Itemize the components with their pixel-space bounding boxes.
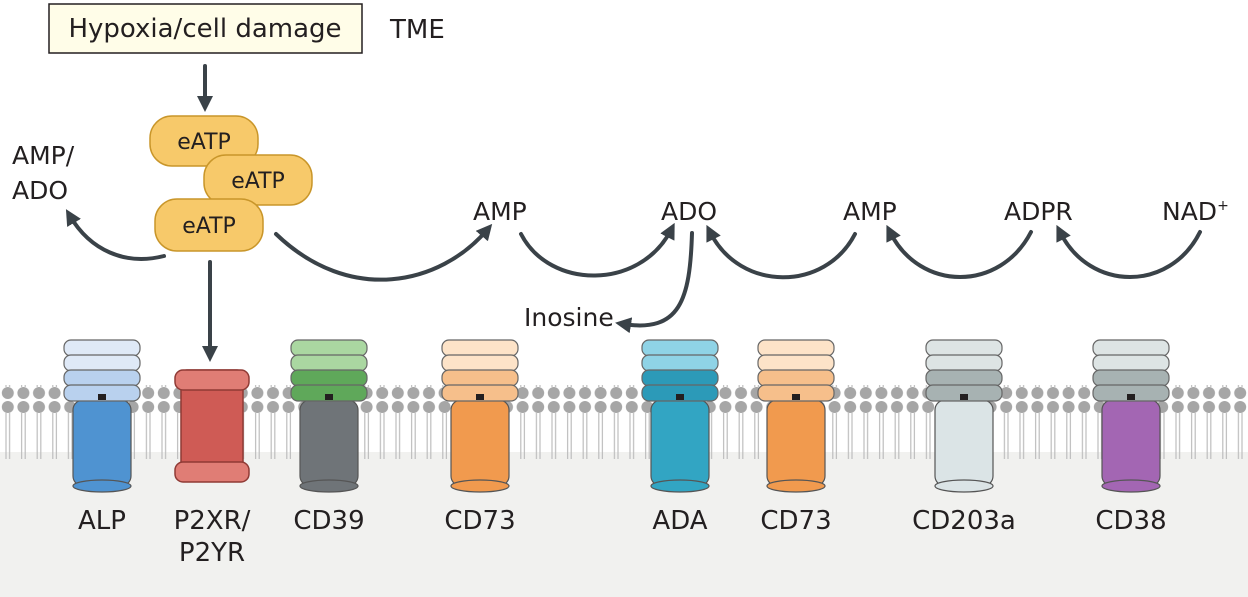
protein-body (650, 399, 710, 487)
eatp-molecule: eATP (154, 198, 264, 252)
arrow-ado-to-inosine (615, 231, 694, 334)
protein-head-disc (757, 339, 835, 357)
protein-cd73: CD73 (441, 339, 519, 536)
protein-head-disc (757, 384, 835, 402)
protein-base (766, 479, 826, 493)
protein-head-disc (641, 384, 719, 402)
protein-label: ALP (78, 506, 126, 536)
protein-body (766, 399, 826, 487)
arrow-amp-to-ado (519, 222, 675, 278)
protein-head-disc (63, 339, 141, 357)
protein-ada: ADA (641, 339, 719, 536)
protein-cd203a: CD203a (912, 339, 1016, 536)
stimulus-box: Hypoxia/cell damage (48, 3, 363, 54)
protein-head-disc (925, 384, 1003, 402)
protein-head-disc (641, 369, 719, 387)
arrow-nad-to-adpr (1056, 224, 1202, 279)
amp-ado-label-line1: AMP/ (12, 141, 75, 170)
protein-label: P2XR/ (174, 506, 251, 536)
protein-base (1101, 479, 1161, 493)
protein-head-disc (441, 339, 519, 357)
protein-head-disc (1092, 369, 1170, 387)
receptor-cap-bottom (174, 461, 250, 483)
svg-text:eATP: eATP (177, 130, 231, 155)
protein-head-disc (1092, 384, 1170, 402)
svg-text:eATP: eATP (182, 214, 236, 239)
protein-base (934, 479, 994, 493)
protein-base (650, 479, 710, 493)
protein-body (1101, 399, 1161, 487)
protein-head-disc (290, 369, 368, 387)
protein-label: CD39 (293, 506, 364, 536)
arrow-amp-to-ado-cd73 (706, 224, 857, 280)
protein-base (72, 479, 132, 493)
protein-head-disc (63, 384, 141, 402)
protein-head-disc (290, 384, 368, 402)
protein-head-disc (63, 369, 141, 387)
protein-label: CD203a (912, 506, 1016, 536)
protein-head-disc (441, 354, 519, 372)
protein-head-disc (757, 369, 835, 387)
protein-linker (325, 394, 333, 400)
receptor-cap-top (174, 369, 250, 391)
protein-head-disc (441, 384, 519, 402)
protein-label-line2: P2YR (179, 538, 245, 568)
protein-head-disc (641, 339, 719, 357)
protein-linker (792, 394, 800, 400)
protein-label: CD73 (760, 506, 831, 536)
protein-body (72, 399, 132, 487)
arrow-eatp-to-amp-ado (65, 209, 166, 261)
protein-p2xr: P2XR/P2YR (174, 369, 251, 568)
membrane-proteins: ALP P2XR/P2YR CD39 CD73 ADA CD73 CD203a CD38 (63, 339, 1170, 568)
protein-linker (98, 394, 106, 400)
arrow-eatp-to-amp (274, 223, 493, 282)
amp-label-2: AMP (843, 197, 897, 226)
amp-ado-label-line2: ADO (12, 176, 68, 205)
eatp-stack: eATP eATP eATP (149, 115, 313, 252)
protein-head-disc (1092, 354, 1170, 372)
arrows (65, 64, 1202, 362)
protein-head-disc (290, 339, 368, 357)
protein-cd73: CD73 (757, 339, 835, 536)
protein-body (450, 399, 510, 487)
nad-label: NAD+ (1162, 197, 1229, 226)
amp-label-1: AMP (473, 197, 527, 226)
protein-cd39: CD39 (290, 339, 368, 536)
eatp-molecule: eATP (203, 154, 313, 206)
protein-linker (960, 394, 968, 400)
protein-head-disc (441, 369, 519, 387)
protein-head-disc (757, 354, 835, 372)
protein-linker (476, 394, 484, 400)
tme-label: TME (389, 15, 445, 45)
protein-base (299, 479, 359, 493)
protein-cd38: CD38 (1092, 339, 1170, 536)
ado-label: ADO (661, 197, 717, 226)
protein-label: CD38 (1095, 506, 1166, 536)
protein-linker (676, 394, 684, 400)
protein-head-disc (290, 354, 368, 372)
protein-head-disc (925, 369, 1003, 387)
stimulus-label: Hypoxia/cell damage (68, 14, 341, 44)
protein-label: CD73 (444, 506, 515, 536)
protein-head-disc (925, 339, 1003, 357)
svg-text:eATP: eATP (231, 169, 285, 194)
protein-head-disc (1092, 339, 1170, 357)
protein-alp: ALP (63, 339, 141, 536)
protein-head-disc (925, 354, 1003, 372)
inosine-label: Inosine (524, 303, 614, 332)
eatp-molecule: eATP (149, 115, 259, 167)
protein-body (299, 399, 359, 487)
protein-linker (1127, 394, 1135, 400)
protein-base (450, 479, 510, 493)
protein-label: ADA (652, 506, 707, 536)
arrow-adpr-to-amp (886, 224, 1033, 279)
protein-head-disc (63, 354, 141, 372)
protein-head-disc (641, 354, 719, 372)
adpr-label: ADPR (1004, 197, 1073, 226)
protein-body (934, 399, 994, 487)
